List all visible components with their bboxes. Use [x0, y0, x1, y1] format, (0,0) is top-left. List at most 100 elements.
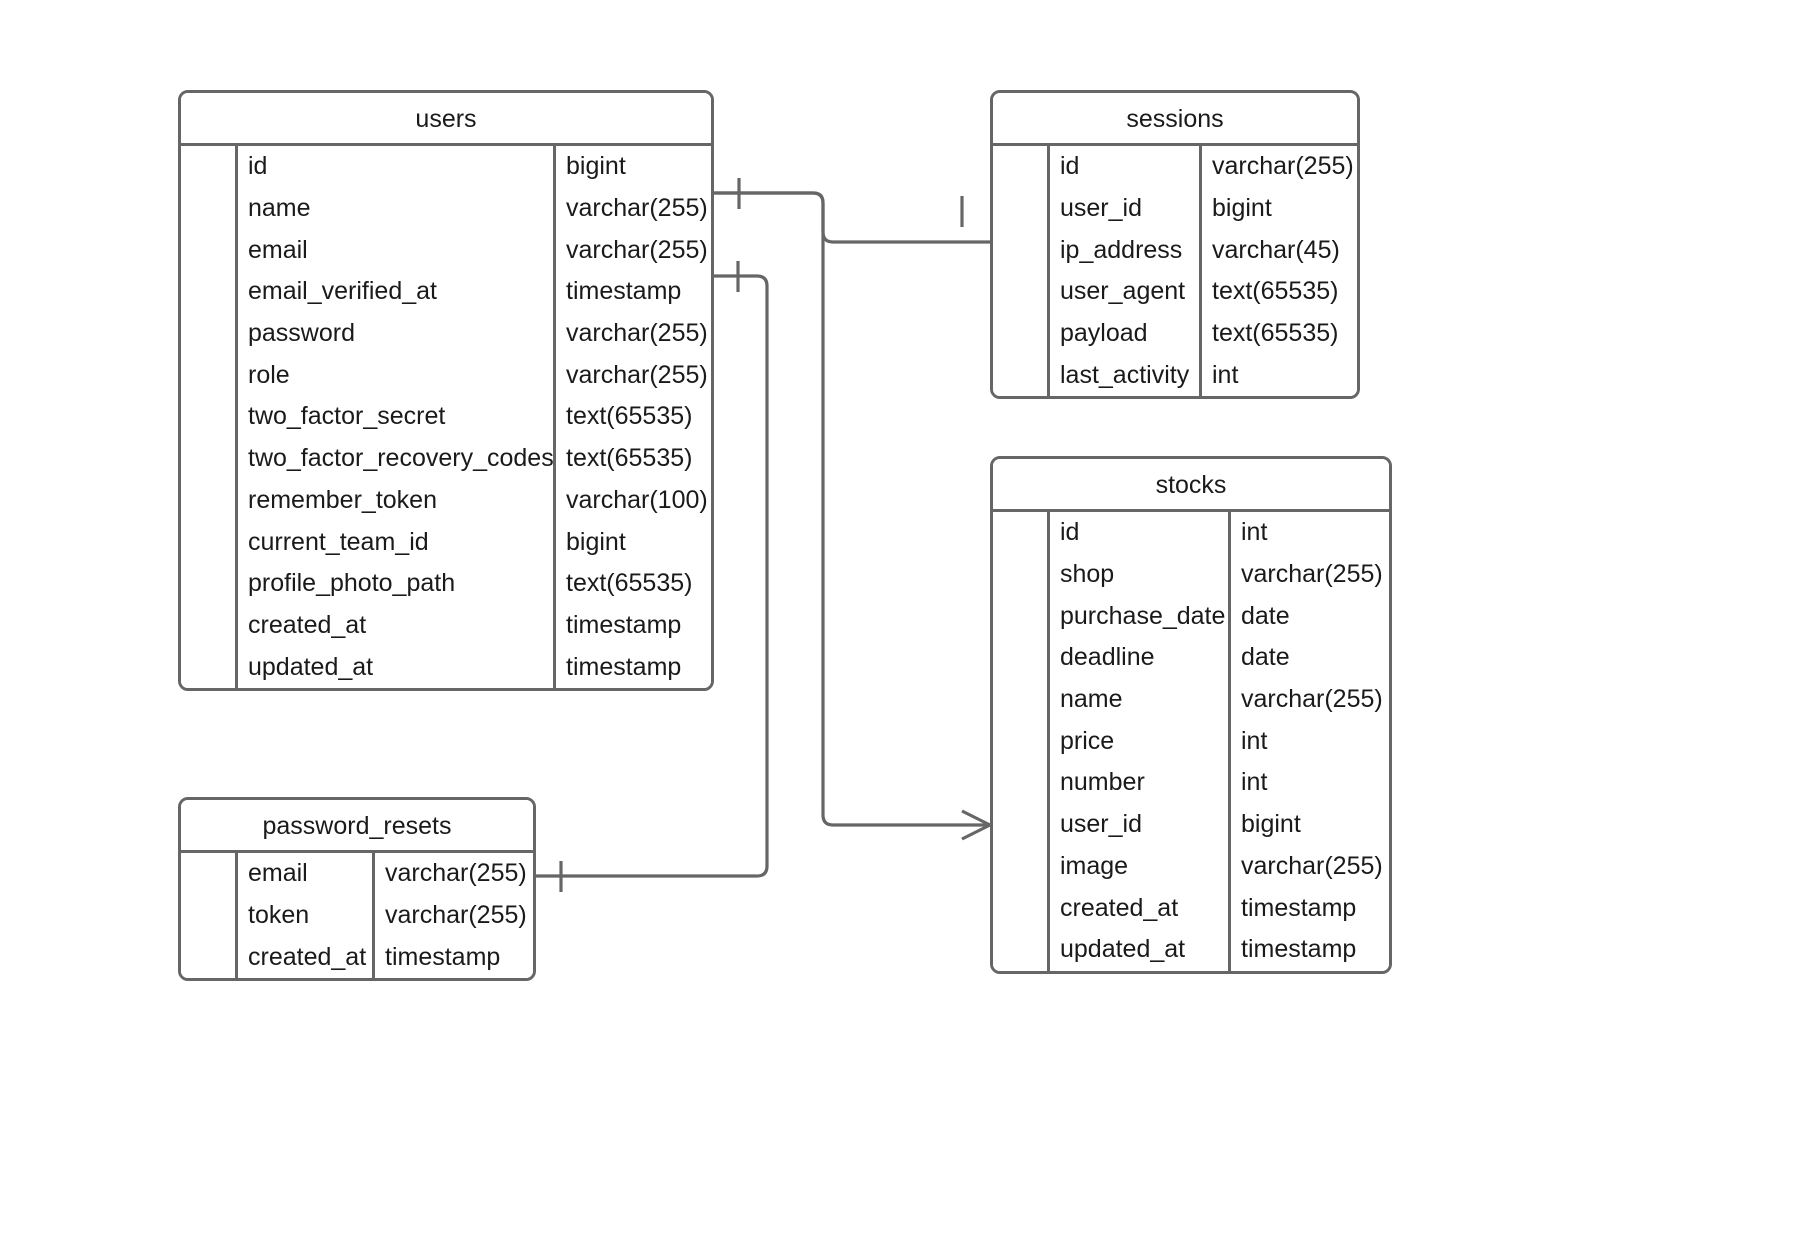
attribute-key — [181, 146, 238, 188]
attribute-type: int — [1241, 768, 1268, 797]
attribute-name: email — [238, 853, 375, 895]
attribute-key — [993, 803, 1050, 846]
attribute-key — [181, 396, 238, 438]
attribute-row[interactable]: id varchar(255) — [993, 146, 1357, 188]
attribute-row[interactable]: number int — [993, 762, 1389, 804]
attribute-name: deadline — [1050, 637, 1231, 679]
attribute-type: timestamp — [1241, 935, 1357, 964]
entity-users[interactable]: users id bigint name varchar(255) email … — [178, 90, 714, 691]
entity-body-users: id bigint name varchar(255) email varcha… — [181, 146, 711, 688]
attribute-type: bigint — [1241, 810, 1301, 839]
attribute-row[interactable]: name varchar(255) — [993, 678, 1389, 721]
attribute-name: image — [1050, 845, 1231, 888]
attribute-name: role — [238, 354, 556, 397]
attribute-row[interactable]: user_id bigint — [993, 187, 1357, 230]
entity-title-stocks: stocks — [993, 459, 1389, 512]
attribute-name: two_factor_secret — [238, 396, 556, 438]
attribute-name: user_agent — [1050, 271, 1202, 313]
attribute-row[interactable]: email varchar(255) — [181, 229, 711, 272]
attribute-row[interactable]: remember_token varchar(100) — [181, 479, 711, 522]
attribute-type: varchar(255) — [566, 235, 708, 264]
attribute-row[interactable]: token varchar(255) — [181, 894, 533, 937]
attribute-row[interactable]: two_factor_secret text(65535) — [181, 396, 711, 438]
attribute-name: shop — [1050, 553, 1231, 596]
attribute-row[interactable]: deadline date — [993, 637, 1389, 679]
attribute-type: date — [1241, 601, 1290, 630]
attribute-type: text(65535) — [1212, 277, 1339, 306]
attribute-type: text(65535) — [566, 569, 693, 598]
attribute-type: varchar(255) — [1241, 685, 1383, 714]
attribute-type: int — [1241, 726, 1268, 755]
attribute-key — [993, 887, 1050, 929]
attribute-row[interactable]: price int — [993, 720, 1389, 763]
attribute-row[interactable]: image varchar(255) — [993, 845, 1389, 888]
attribute-name: user_id — [1050, 187, 1202, 230]
attribute-name: ip_address — [1050, 229, 1202, 272]
attribute-key — [181, 562, 238, 605]
attribute-type: timestamp — [385, 942, 501, 971]
attribute-row[interactable]: ip_address varchar(45) — [993, 229, 1357, 272]
attribute-type: varchar(255) — [385, 859, 527, 888]
attribute-row[interactable]: name varchar(255) — [181, 187, 711, 230]
attribute-key — [993, 146, 1050, 188]
attribute-name: created_at — [1050, 887, 1231, 929]
attribute-row[interactable]: id int — [993, 512, 1389, 554]
attribute-name: price — [1050, 720, 1231, 763]
attribute-row[interactable]: updated_at timestamp — [993, 928, 1389, 971]
attribute-key — [181, 521, 238, 563]
attribute-name: id — [238, 146, 556, 188]
attribute-row[interactable]: payload text(65535) — [993, 312, 1357, 355]
attribute-name: created_at — [238, 604, 556, 647]
attribute-row[interactable]: email_verified_at timestamp — [181, 271, 711, 313]
attribute-key — [993, 187, 1050, 230]
attribute-row[interactable]: purchase_date date — [993, 595, 1389, 638]
attribute-type: varchar(255) — [1241, 851, 1383, 880]
attribute-row[interactable]: two_factor_recovery_codes text(65535) — [181, 437, 711, 480]
attribute-name: password — [238, 312, 556, 355]
attribute-name: updated_at — [1050, 928, 1231, 971]
attribute-name: remember_token — [238, 479, 556, 522]
attribute-key — [993, 678, 1050, 721]
entity-stocks[interactable]: stocks id int shop varchar(255) purchase… — [990, 456, 1392, 974]
attribute-row[interactable]: email varchar(255) — [181, 853, 533, 895]
cardinality-many-users-stocks-to — [961, 809, 991, 841]
attribute-type: varchar(100) — [566, 485, 708, 514]
attribute-name: current_team_id — [238, 521, 556, 563]
attribute-row[interactable]: updated_at timestamp — [181, 646, 711, 688]
attribute-row[interactable]: created_at timestamp — [181, 604, 711, 647]
attribute-row[interactable]: created_at timestamp — [993, 887, 1389, 929]
attribute-name: name — [238, 187, 556, 230]
attribute-name: email — [238, 229, 556, 272]
attribute-type: int — [1212, 360, 1239, 389]
attribute-key — [993, 312, 1050, 355]
attribute-name: updated_at — [238, 646, 556, 688]
attribute-row[interactable]: shop varchar(255) — [993, 553, 1389, 596]
entity-title-password-resets: password_resets — [181, 800, 533, 853]
attribute-type: timestamp — [566, 277, 682, 306]
attribute-row[interactable]: last_activity int — [993, 354, 1357, 397]
attribute-type: varchar(255) — [1241, 560, 1383, 589]
attribute-key — [993, 595, 1050, 638]
attribute-type: timestamp — [566, 652, 682, 681]
attribute-row[interactable]: current_team_id bigint — [181, 521, 711, 563]
attribute-row[interactable]: profile_photo_path text(65535) — [181, 562, 711, 605]
attribute-type: bigint — [1212, 194, 1272, 223]
attribute-name: id — [1050, 146, 1202, 188]
attribute-row[interactable]: password varchar(255) — [181, 312, 711, 355]
attribute-key — [181, 354, 238, 397]
attribute-row[interactable]: user_agent text(65535) — [993, 271, 1357, 313]
attribute-row[interactable]: created_at timestamp — [181, 936, 533, 979]
entity-sessions[interactable]: sessions id varchar(255) user_id bigint … — [990, 90, 1360, 400]
attribute-row[interactable]: user_id bigint — [993, 803, 1389, 846]
attribute-name: created_at — [238, 936, 375, 979]
attribute-key — [993, 354, 1050, 397]
entity-password-resets[interactable]: password_resets email varchar(255) token… — [178, 797, 536, 982]
attribute-name: purchase_date — [1050, 595, 1231, 638]
attribute-key — [993, 762, 1050, 804]
attribute-key — [993, 553, 1050, 596]
attribute-type: varchar(255) — [566, 360, 708, 389]
entity-title-sessions: sessions — [993, 93, 1357, 146]
attribute-row[interactable]: role varchar(255) — [181, 354, 711, 397]
attribute-row[interactable]: id bigint — [181, 146, 711, 188]
attribute-name: profile_photo_path — [238, 562, 556, 605]
